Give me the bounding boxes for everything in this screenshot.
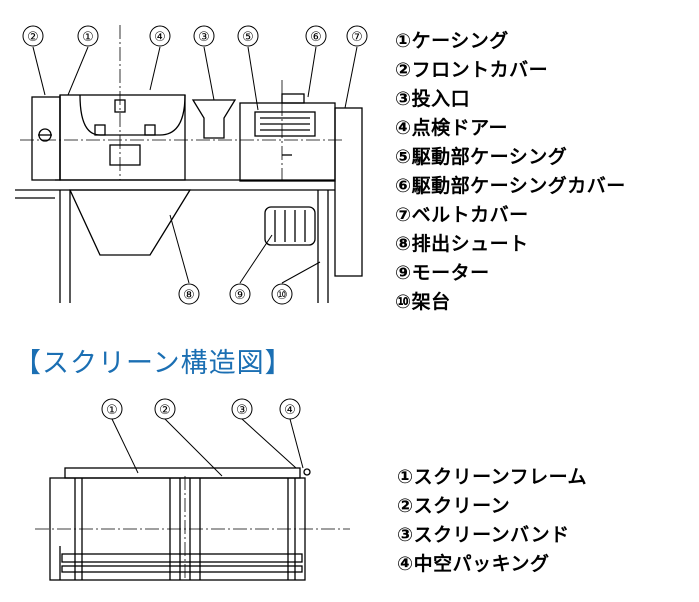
legend-item: ④点検ドアー	[395, 117, 508, 139]
legend-item: ⑦ベルトカバー	[395, 204, 529, 226]
belt-cover	[334, 107, 363, 277]
center-lines	[35, 476, 350, 581]
callout-number: ②	[159, 403, 171, 418]
motor	[264, 206, 316, 246]
screen-frame	[49, 467, 306, 581]
callout-number: ③	[198, 30, 210, 45]
legend-item: ②スクリーン	[397, 495, 511, 517]
discharge-chute	[68, 189, 192, 256]
hollow-packing	[303, 468, 311, 476]
leader-lines	[111, 418, 304, 477]
callout-number: ①	[82, 30, 94, 45]
callout-number: ②	[27, 30, 39, 45]
legend-item: ⑧排出シュート	[395, 233, 529, 255]
callout-number: ④	[154, 30, 166, 45]
machine-diagram: ② ① ④ ③ ⑤ ⑥ ⑦ ⑧ ⑨ ⑩	[15, 25, 368, 305]
callout-circles	[101, 398, 301, 420]
legend-item: ①ケーシング	[395, 30, 509, 52]
screen-diagram: ① ② ③ ④	[35, 398, 350, 581]
section-title: 【スクリーン構造図】	[14, 348, 293, 379]
legend-item: ①スクリーンフレーム	[397, 466, 587, 488]
inlet-hopper	[191, 99, 237, 139]
callout-number: ④	[284, 403, 296, 418]
callout-number: ⑤	[242, 30, 254, 45]
callout-circles	[22, 25, 368, 305]
callout-number: ⑦	[351, 30, 363, 45]
legend-item: ③スクリーンバンド	[397, 524, 570, 546]
legend-item: ⑨モーター	[395, 262, 490, 284]
legend-item: ④中空パッキング	[397, 553, 550, 575]
callout-number: ⑧	[183, 288, 195, 303]
callout-number: ①	[106, 403, 118, 418]
legend-item: ②フロントカバー	[395, 59, 549, 81]
callout-number: ⑨	[234, 288, 246, 303]
casing	[59, 94, 186, 181]
leader-lines	[32, 46, 358, 284]
screen-legend: ①スクリーンフレーム ②スクリーン ③スクリーンバンド ④中空パッキング	[397, 462, 697, 582]
legend-item: ⑥駆動部ケーシングカバー	[395, 175, 626, 197]
legend-item: ⑩架台	[395, 291, 451, 313]
legend-item: ③投入口	[395, 88, 471, 110]
callout-number: ③	[236, 403, 248, 418]
callout-number: ⑩	[276, 288, 288, 303]
drive-casing	[239, 93, 336, 182]
legend-item: ⑤駆動部ケーシング	[395, 146, 568, 168]
machine-legend: ①ケーシング ②フロントカバー ③投入口 ④点検ドアー ⑤駆動部ケーシング ⑥駆…	[395, 26, 695, 326]
callout-number: ⑥	[310, 30, 322, 45]
front-cover	[31, 96, 61, 181]
stand	[15, 179, 335, 303]
